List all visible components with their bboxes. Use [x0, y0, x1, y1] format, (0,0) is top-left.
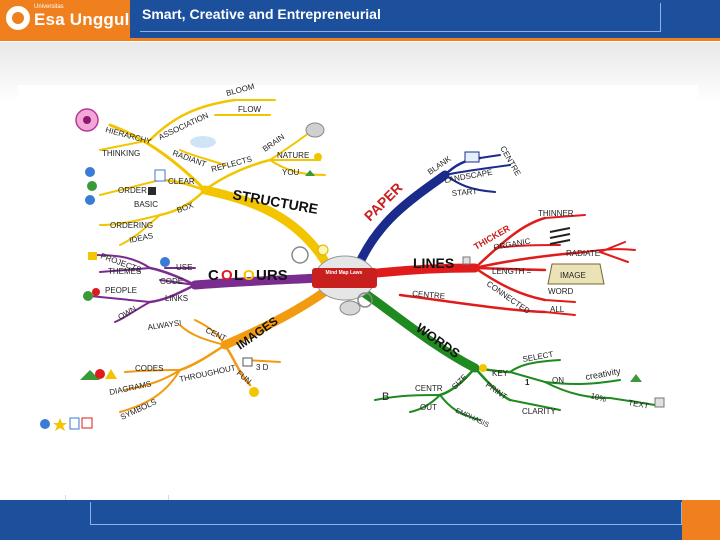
center-title: Mind Map Laws: [326, 270, 363, 276]
label-order: ORDER: [118, 186, 147, 195]
starburst-center-icon: [83, 116, 91, 124]
center-banner: [312, 268, 377, 288]
images-branch: [119, 283, 335, 413]
label-all: ALL: [550, 305, 565, 314]
document-icon: [154, 169, 166, 182]
no-sign-icon: [95, 369, 105, 379]
lightbulb-icon: [317, 244, 329, 256]
label-centr: CENTR: [415, 384, 443, 393]
structure-branch: [99, 98, 335, 275]
label-one: 1: [525, 378, 530, 387]
label-clarity: CLARITY: [522, 407, 556, 416]
label-word: WORD: [548, 287, 574, 296]
palette-icon: [160, 257, 170, 267]
footer-bar: [0, 500, 720, 540]
label-lines-centre: CENTRE: [412, 289, 446, 301]
label-start: START: [451, 187, 477, 198]
paper-branch: [355, 154, 511, 267]
label-on: ON: [552, 376, 564, 385]
label-code: CODE: [160, 277, 183, 286]
image-banner-icon: [547, 263, 605, 285]
label-themes: THEMES: [108, 267, 141, 276]
label-colours-urs: URS: [256, 267, 288, 284]
label-image: IMAGE: [560, 271, 586, 280]
label-use: USE: [176, 263, 192, 272]
logo-text: Esa Unggul: [34, 10, 130, 29]
words-branch: [355, 285, 656, 421]
label-b: B: [382, 391, 389, 403]
hand-icon: [357, 292, 373, 308]
checkbox-icon: [81, 417, 93, 429]
label-basic: BASIC: [134, 200, 158, 209]
label-colours-o: O: [221, 267, 233, 284]
logo-subtitle: Universitas: [34, 4, 64, 10]
text-box-icon: [654, 397, 665, 408]
label-links: LINKS: [165, 294, 188, 303]
cursor-icon: [148, 187, 156, 195]
tagline: Smart, Creative and Entrepreneurial: [142, 6, 381, 22]
label-colours-l: L: [234, 267, 243, 284]
triangle-icon: [80, 370, 100, 380]
paper-sheet-icon: [464, 151, 480, 163]
folder-icon: [88, 252, 97, 260]
hand-icon: [291, 246, 309, 264]
brain-icon: [339, 300, 361, 316]
people-icon: [83, 291, 93, 301]
footer-frame: [90, 502, 682, 525]
document-icon: [69, 417, 80, 430]
university-logo-icon: [6, 6, 30, 30]
label-clear: CLEAR: [168, 177, 195, 186]
label-flow: FLOW: [238, 105, 262, 114]
people-icon: [92, 288, 100, 296]
box-icon: [462, 256, 471, 265]
label-length: LENGTH =: [492, 267, 532, 276]
label-lines: LINES: [413, 255, 454, 271]
cube-icon: [242, 357, 253, 367]
footer-accent: [682, 500, 720, 540]
star-icon: [53, 418, 67, 431]
mindmap-icons: [40, 108, 665, 431]
label-people: PEOPLE: [105, 286, 137, 295]
label-out: OUT: [420, 403, 437, 412]
arrow-up-icon: [630, 374, 642, 382]
label-nature: NATURE: [277, 151, 309, 160]
eye-icon: [190, 136, 216, 148]
header-underline: [0, 38, 720, 41]
header-bar: Universitas Esa Unggul Smart, Creative a…: [0, 0, 720, 41]
house-icon: [305, 170, 315, 176]
label-ordering: ORDERING: [110, 221, 153, 230]
number-2-icon: [87, 181, 97, 191]
warning-icon: [105, 369, 117, 379]
label-thinking: THINKING: [102, 149, 140, 158]
number-1-icon: [85, 167, 95, 177]
label-key: KEY: [492, 369, 509, 378]
label-colours-c: C: [208, 267, 219, 284]
header-frame: [140, 3, 661, 32]
colours-branch: [89, 254, 325, 323]
help-icon: [40, 419, 50, 429]
label-you: YOU: [282, 168, 300, 177]
label-thinner: THINNER: [538, 209, 574, 218]
central-image: Mind Map Laws: [291, 244, 377, 316]
sun-icon: [314, 153, 322, 161]
number-3-icon: [85, 195, 95, 205]
label-3d: 3 D: [256, 363, 269, 372]
label-colours-o2: O: [243, 267, 255, 284]
logo-block: Universitas Esa Unggul: [0, 0, 130, 38]
key-icon: [479, 364, 487, 372]
label-radiate: RADIATE: [566, 249, 600, 258]
label-10pct: 10%: [589, 391, 607, 404]
label-text: TEXT: [628, 398, 650, 410]
lines-icon: [549, 227, 571, 245]
label-codes: CODES: [135, 364, 163, 373]
smiley-icon: [249, 387, 259, 397]
brain-icon: [305, 122, 325, 138]
